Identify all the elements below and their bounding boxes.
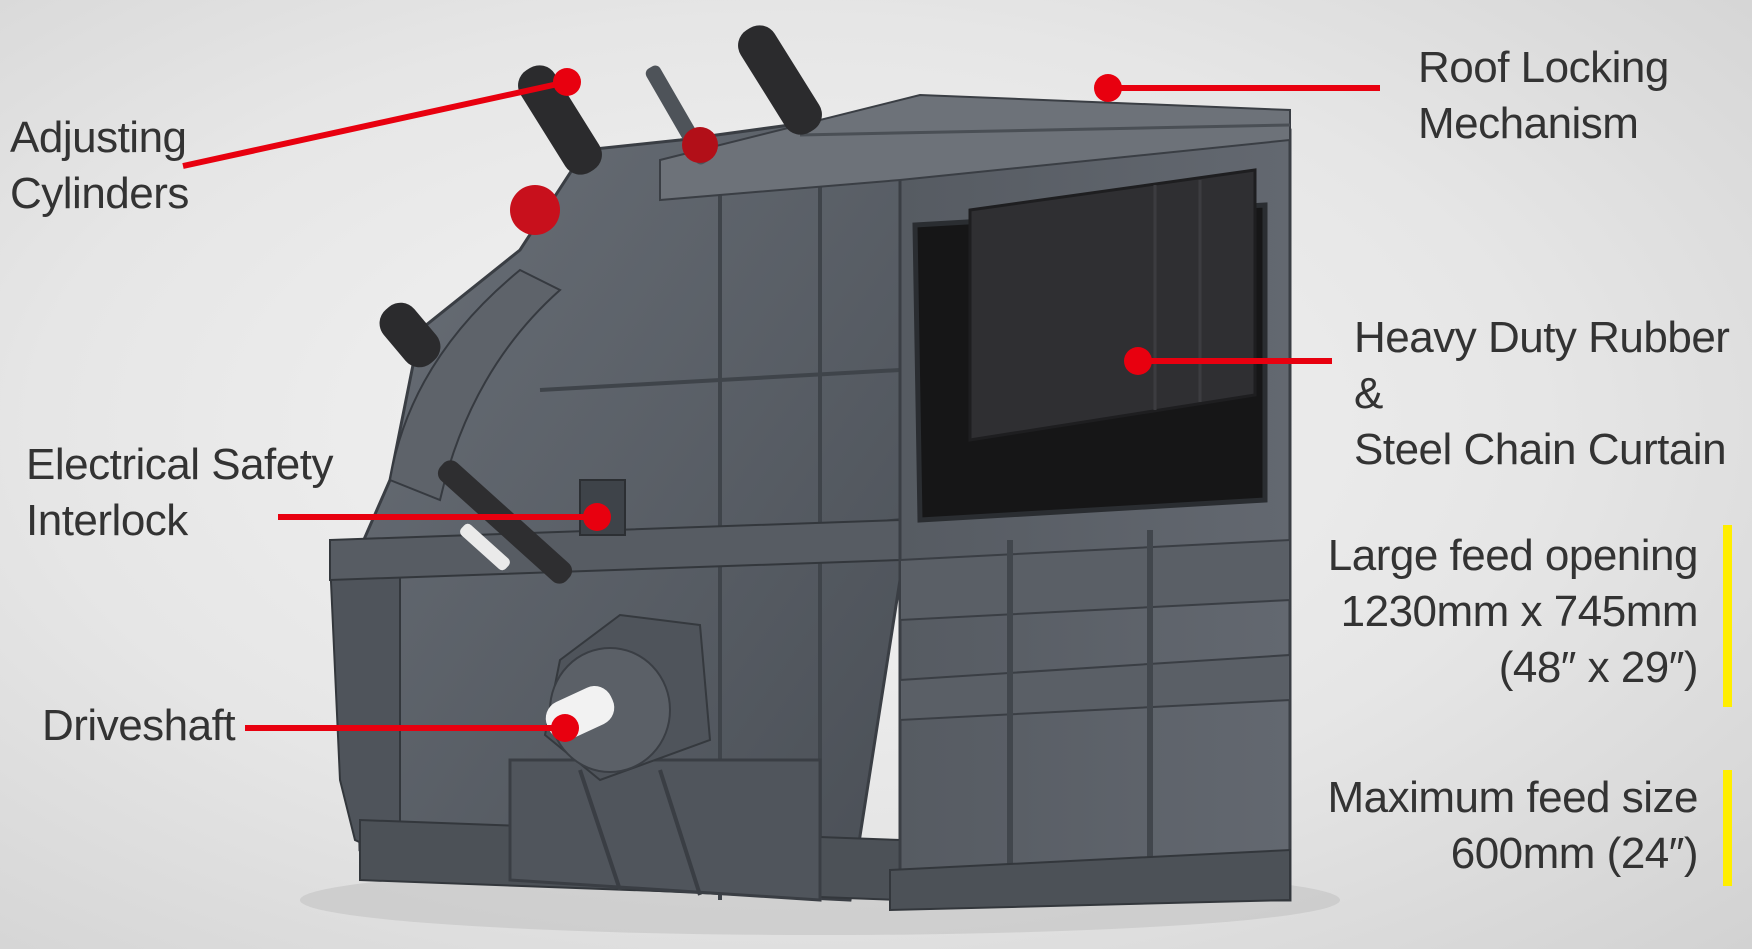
- spec-max-feed: Maximum feed size 600mm (24″): [1327, 770, 1698, 882]
- red-accumulator: [510, 185, 560, 235]
- dot-curtain: [1124, 347, 1152, 375]
- spec-line: Large feed opening: [1327, 531, 1699, 580]
- leader-adjusting-cylinders: [182, 79, 568, 169]
- spec-line: 600mm (24″): [1450, 829, 1699, 878]
- callout-driveshaft: Driveshaft: [42, 698, 236, 754]
- callout-line: Electrical Safety: [26, 440, 333, 489]
- callout-line: Steel Chain Curtain: [1354, 425, 1727, 474]
- callout-line: Driveshaft: [42, 701, 236, 750]
- spec-line: Maximum feed size: [1327, 773, 1698, 822]
- dot-electrical-interlock: [583, 503, 611, 531]
- dot-roof-locking: [1094, 74, 1122, 102]
- spec-feed-opening: Large feed opening 1230mm x 745mm (48″ x…: [1327, 528, 1699, 696]
- callout-adjusting-cylinders: Adjusting Cylinders: [10, 110, 189, 222]
- spec-bar-max-feed: [1723, 770, 1732, 886]
- callout-line: Heavy Duty Rubber &: [1354, 313, 1730, 418]
- adjusting-cylinders: [379, 25, 822, 368]
- spec-bar-feed-opening: [1723, 525, 1732, 707]
- spec-line: (48″ x 29″): [1498, 643, 1699, 692]
- callout-line: Mechanism: [1418, 99, 1639, 148]
- chain-curtain: [968, 168, 1257, 442]
- callout-line: Roof Locking: [1418, 43, 1669, 92]
- callout-electrical-interlock: Electrical Safety Interlock: [26, 437, 333, 549]
- callout-roof-locking: Roof Locking Mechanism: [1418, 40, 1669, 152]
- dot-driveshaft: [551, 714, 579, 742]
- leader-lines: [182, 68, 1380, 742]
- callout-line: Interlock: [26, 496, 188, 545]
- spec-line: 1230mm x 745mm: [1340, 587, 1699, 636]
- dot-adjusting-cylinders: [553, 68, 581, 96]
- callout-line: Cylinders: [10, 169, 189, 218]
- callout-curtain: Heavy Duty Rubber & Steel Chain Curtain: [1354, 310, 1752, 478]
- callout-line: Adjusting: [10, 113, 187, 162]
